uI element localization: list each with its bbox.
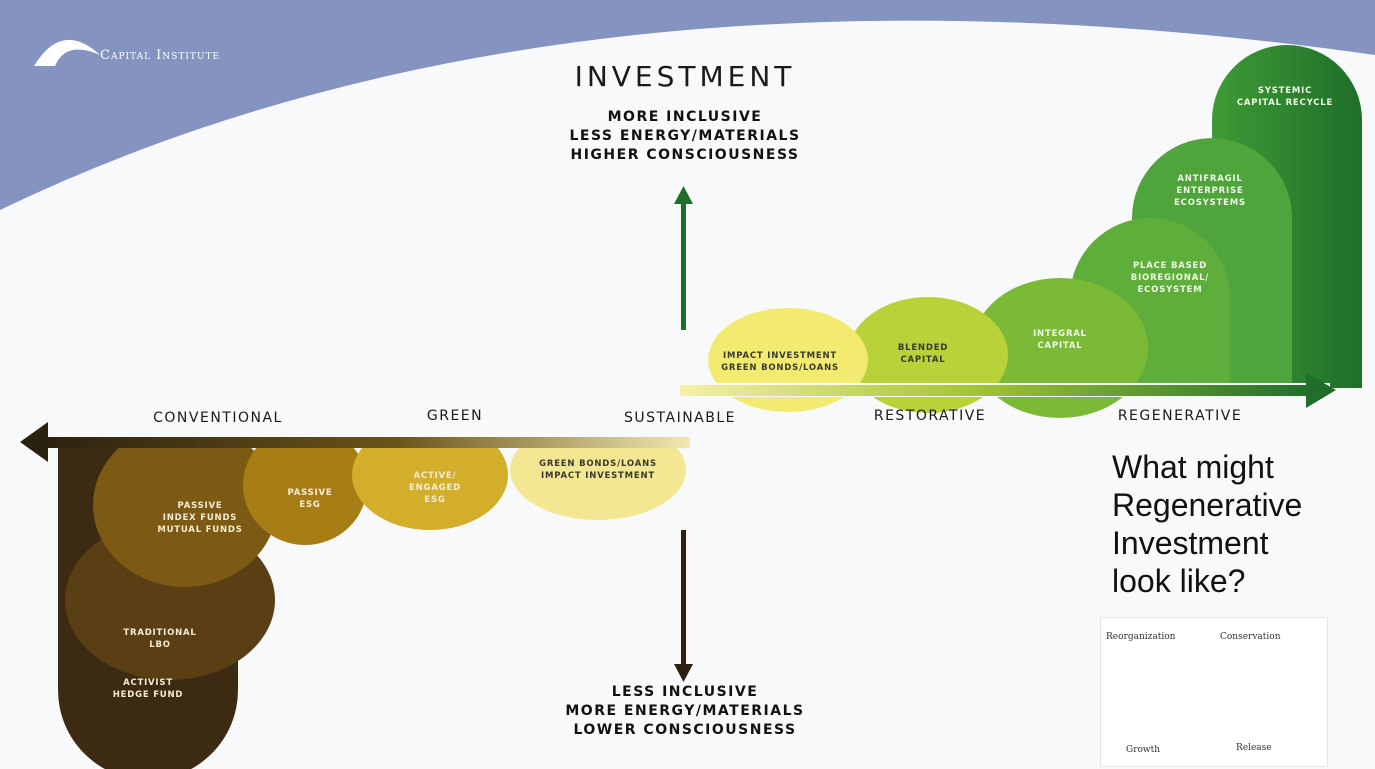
label-line: CAPITAL RECYCLE [1236, 98, 1334, 108]
label-activist: ACTIVIST HEDGE FUND [98, 677, 198, 701]
stage-green: GREEN [426, 408, 484, 424]
brand-name: Capital Institute [100, 48, 221, 63]
upper-axis-description: MORE INCLUSIVE LESS ENERGY/MATERIALS HIG… [460, 108, 910, 165]
up-arrow [674, 186, 693, 330]
label-line: ACTIVE/ [413, 471, 457, 481]
stage-restorative: RESTORATIVE [873, 408, 987, 424]
label-line: ENGAGED [409, 483, 461, 493]
label-active-esg: ACTIVE/ ENGAGED ESG [400, 470, 470, 506]
label-line: PLACE BASED [1132, 261, 1208, 271]
label-line: IMPACT INVESTMENT [722, 351, 837, 361]
stage-conventional: CONVENTIONAL [153, 410, 283, 426]
label-line: LBO [149, 640, 171, 650]
label-line: ECOSYSTEMS [1174, 198, 1246, 208]
cycle-reorganization: Reorganization [1106, 632, 1176, 642]
cycle-growth: Growth [1126, 745, 1161, 755]
label-line: ENTERPRISE [1176, 186, 1244, 196]
question-line: Regenerative [1112, 487, 1303, 523]
label-line: PASSIVE [287, 488, 333, 498]
label-integral: INTEGRAL CAPITAL [1015, 328, 1105, 352]
label-line: INTEGRAL [1033, 329, 1087, 339]
label-line: CAPITAL [900, 355, 946, 365]
upper-line: MORE INCLUSIVE [607, 109, 763, 125]
label-line: BIOREGIONAL/ [1130, 273, 1210, 283]
lower-line: LOWER CONSCIOUSNESS [573, 722, 797, 738]
label-line: ESG [299, 500, 321, 510]
diagram-title: INVESTMENT [574, 60, 796, 93]
bubble-passive-index [93, 423, 277, 587]
adaptive-cycle-box [1100, 617, 1328, 767]
bubble-passive-esg [243, 425, 367, 545]
label-line: SYSTEMIC [1257, 86, 1313, 96]
label-antifragil: ANTIFRAGIL ENTERPRISE ECOSYSTEMS [1160, 173, 1260, 209]
label-line: ACTIVIST [123, 678, 173, 688]
question-line: look like? [1112, 563, 1246, 599]
label-line: ESG [424, 495, 446, 505]
upper-line: LESS ENERGY/MATERIALS [569, 128, 801, 144]
label-impact: IMPACT INVESTMENT GREEN BONDS/LOANS [700, 350, 860, 374]
label-green-bonds: GREEN BONDS/LOANS IMPACT INVESTMENT [518, 458, 678, 482]
right-arrow [680, 373, 1336, 408]
left-arrow [20, 422, 690, 462]
question-line: Investment [1112, 525, 1269, 561]
cycle-conservation: Conservation [1220, 632, 1281, 642]
label-line: TRADITIONAL [123, 628, 197, 638]
label-line: GREEN BONDS/LOANS [721, 363, 839, 373]
label-line: BLENDED [897, 343, 949, 353]
label-line: HEDGE FUND [112, 690, 184, 700]
label-blended: BLENDED CAPITAL [878, 342, 968, 366]
label-line: PASSIVE [177, 501, 223, 511]
label-line: INDEX FUNDS [162, 513, 238, 523]
label-systemic: SYSTEMIC CAPITAL RECYCLE [1225, 85, 1345, 109]
down-arrow [674, 530, 693, 682]
capital-institute-logo-icon [34, 39, 100, 66]
label-passive-esg: PASSIVE ESG [280, 487, 340, 511]
lower-line: LESS INCLUSIVE [611, 684, 759, 700]
stage-sustainable: SUSTAINABLE [624, 410, 736, 426]
label-traditional: TRADITIONAL LBO [110, 627, 210, 651]
lower-axis-description: LESS INCLUSIVE MORE ENERGY/MATERIALS LOW… [460, 683, 910, 740]
regenerative-question: What might Regenerative Investment look … [1112, 448, 1362, 600]
question-line: What might [1112, 449, 1274, 485]
label-line: ECOSYSTEM [1137, 285, 1203, 295]
cycle-release: Release [1236, 743, 1272, 753]
label-line: GREEN BONDS/LOANS [539, 459, 657, 469]
label-passive-index: PASSIVE INDEX FUNDS MUTUAL FUNDS [140, 500, 260, 536]
stage-regenerative: REGENERATIVE [1117, 408, 1243, 424]
label-line: MUTUAL FUNDS [157, 525, 243, 535]
lower-line: MORE ENERGY/MATERIALS [565, 703, 805, 719]
label-place-based: PLACE BASED BIOREGIONAL/ ECOSYSTEM [1110, 260, 1230, 296]
upper-line: HIGHER CONSCIOUSNESS [570, 147, 800, 163]
label-line: ANTIFRAGIL [1177, 174, 1243, 184]
label-line: IMPACT INVESTMENT [540, 471, 655, 481]
label-line: CAPITAL [1037, 341, 1083, 351]
